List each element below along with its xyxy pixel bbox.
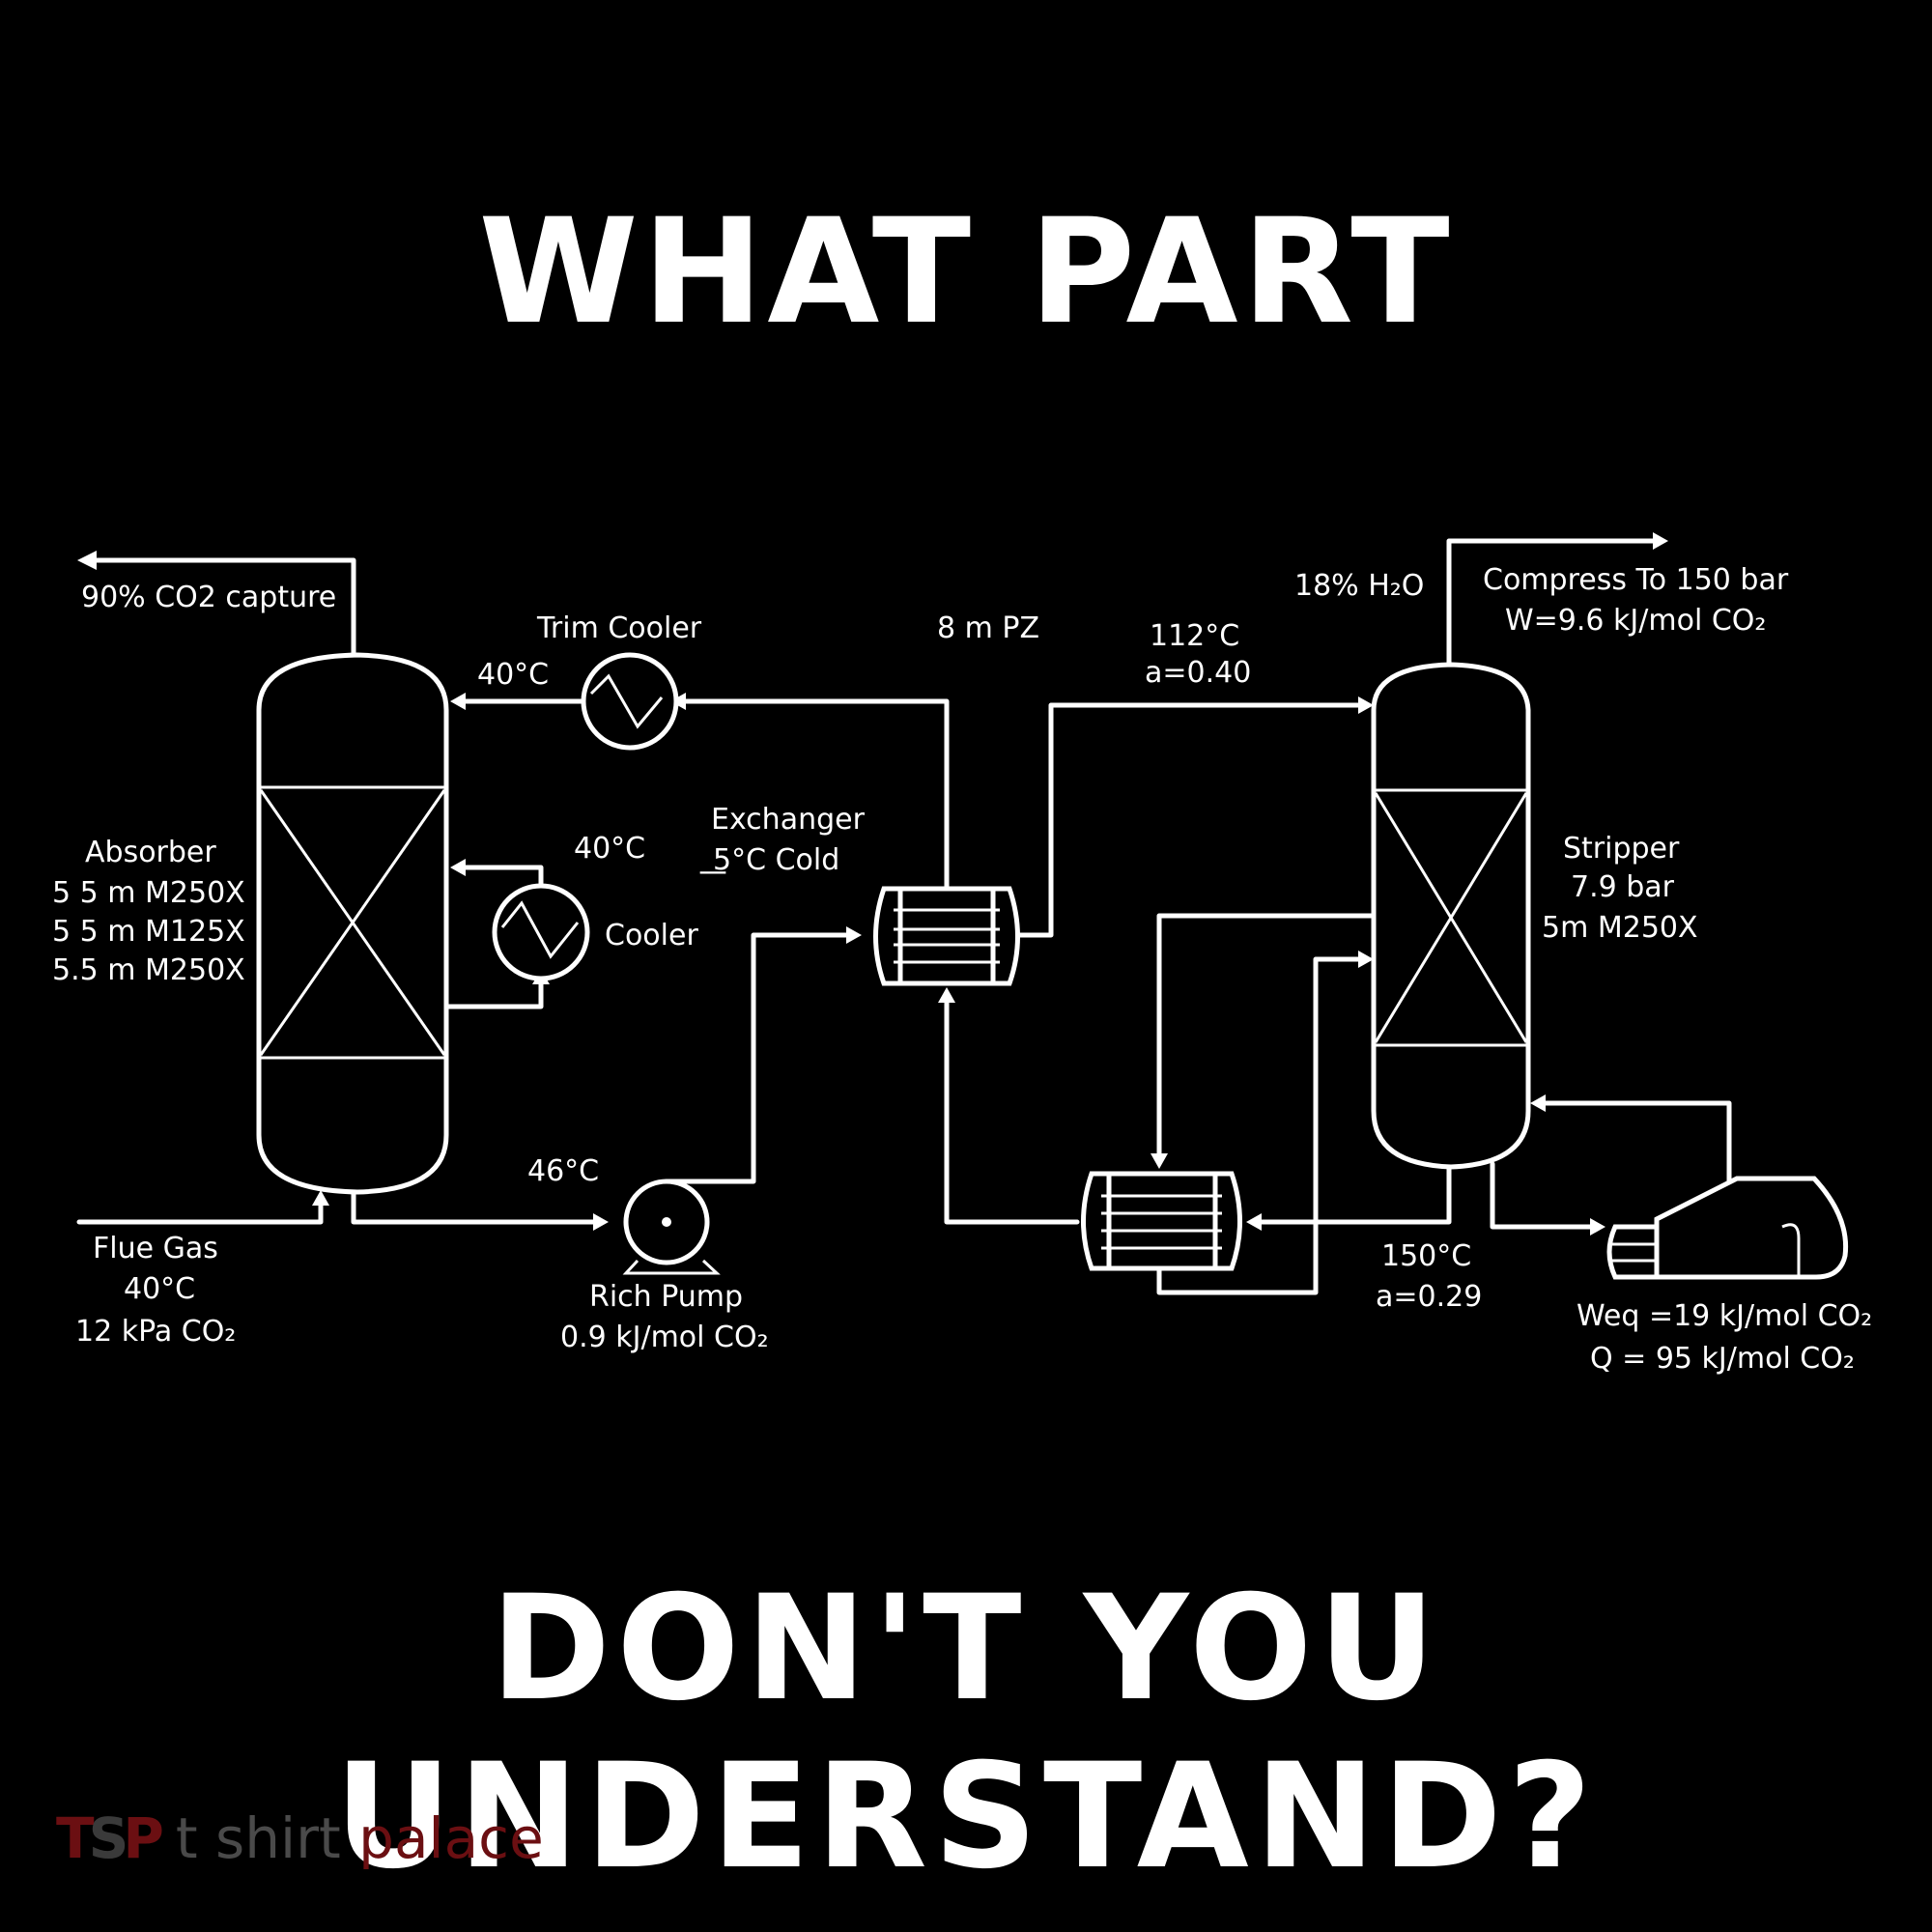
label-cooler: Cooler xyxy=(605,919,698,952)
label-rich-top-temp: 112°C xyxy=(1150,619,1239,653)
side-draw xyxy=(1156,913,1375,1162)
label-exchanger-1: Exchanger xyxy=(711,803,866,837)
label-exchanger-2: ͟5°C Cold xyxy=(699,843,839,877)
lean-from-stripper xyxy=(1253,1164,1452,1225)
intercooler-loop-in xyxy=(459,865,544,889)
intercooler xyxy=(492,883,590,981)
brand-watermark: TSP t shirt palace xyxy=(56,1804,544,1872)
label-flue-3: 12 kPa CO₂ xyxy=(75,1315,236,1349)
to-reboiler xyxy=(1490,1161,1597,1230)
stripper-column xyxy=(1371,662,1531,1170)
rich-line-1 xyxy=(351,1191,602,1225)
label-stripper-3: 5m M250X xyxy=(1542,911,1698,945)
capture-line xyxy=(86,557,356,658)
label-capture: 90% CO2 capture xyxy=(81,581,336,614)
lean-to-trim xyxy=(678,698,950,892)
brand-logo-mark: TSP xyxy=(56,1805,164,1871)
label-pump-1: Rich Pump xyxy=(589,1280,743,1314)
flue-gas-line xyxy=(76,1195,324,1225)
label-lean-temp: 150°C xyxy=(1381,1239,1471,1273)
label-cooler-temp: 40°C xyxy=(574,832,645,866)
co2-overhead xyxy=(1446,538,1660,668)
label-absorber-4: 5.5 m M250X xyxy=(52,953,245,987)
label-trim-temp: 40°C xyxy=(477,658,549,692)
label-water: 18% H₂O xyxy=(1294,569,1424,603)
side-return xyxy=(1156,956,1365,1295)
label-compress-2: W=9.6 kJ/mol CO₂ xyxy=(1505,604,1766,638)
rich-pump xyxy=(622,1179,721,1275)
label-absorber-2: 5 5 m M250X xyxy=(52,876,245,910)
rich-to-stripper xyxy=(1016,702,1365,938)
reboiler-return xyxy=(1538,1100,1732,1183)
cross-exchanger xyxy=(873,886,1020,986)
label-compress-1: Compress To 150 bar xyxy=(1483,563,1789,597)
intercooler-loop-out xyxy=(443,975,544,1009)
label-flue-2: 40°C xyxy=(124,1272,195,1306)
label-reboiler-2: Q = 95 kJ/mol CO₂ xyxy=(1590,1342,1855,1376)
rich-line-2 xyxy=(712,932,853,1184)
absorber-column xyxy=(256,652,449,1195)
label-trim-cooler: Trim Cooler xyxy=(536,611,702,645)
label-absorber-1: Absorber xyxy=(85,836,216,869)
lean-to-cross xyxy=(944,994,1080,1225)
label-lean-a: a=0.29 xyxy=(1376,1280,1482,1314)
brand-name: t shirt palace xyxy=(175,1805,544,1871)
reboiler xyxy=(1606,1176,1849,1280)
label-flue-1: Flue Gas xyxy=(93,1232,218,1265)
label-reboiler-1: Weq =19 kJ/mol CO₂ xyxy=(1577,1299,1872,1333)
lean-exchanger xyxy=(1081,1171,1242,1271)
label-stripper-1: Stripper xyxy=(1563,832,1680,866)
headline-bottom: DON'T YOU UNDERSTAND? xyxy=(334,1565,1598,1901)
label-stripper-2: 7.9 bar xyxy=(1571,870,1675,904)
trim-cooler xyxy=(581,652,679,751)
label-rich-top-a: a=0.40 xyxy=(1145,656,1251,690)
label-absorber-3: 5 5 m M125X xyxy=(52,915,245,949)
label-pz: 8 m PZ xyxy=(937,611,1039,645)
headline-top: WHAT PART xyxy=(478,188,1454,356)
label-pump-2: 0.9 kJ/mol CO₂ xyxy=(560,1321,769,1354)
label-pump-temp: 46°C xyxy=(527,1154,599,1188)
